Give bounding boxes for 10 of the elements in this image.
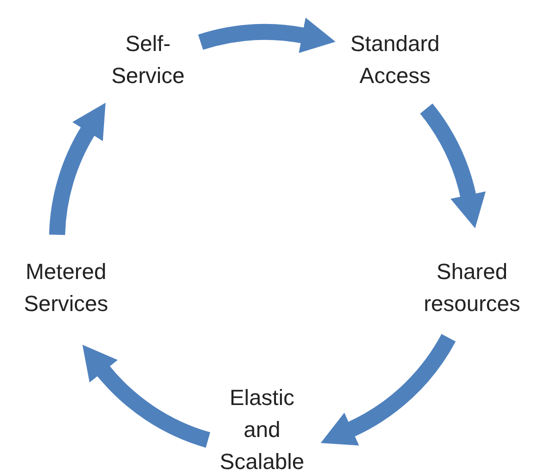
curved-arrow <box>321 334 456 445</box>
node-label: Metered Services <box>4 256 128 320</box>
curved-arrow <box>198 18 336 54</box>
node-label: Self- Service <box>100 28 196 92</box>
curved-arrow <box>49 102 104 236</box>
node-label: Standard Access <box>330 28 460 92</box>
node-label: Shared resources <box>410 256 534 320</box>
curved-arrow <box>80 346 211 448</box>
curved-arrow <box>420 104 486 228</box>
node-label: Elastic and Scalable <box>210 382 314 475</box>
